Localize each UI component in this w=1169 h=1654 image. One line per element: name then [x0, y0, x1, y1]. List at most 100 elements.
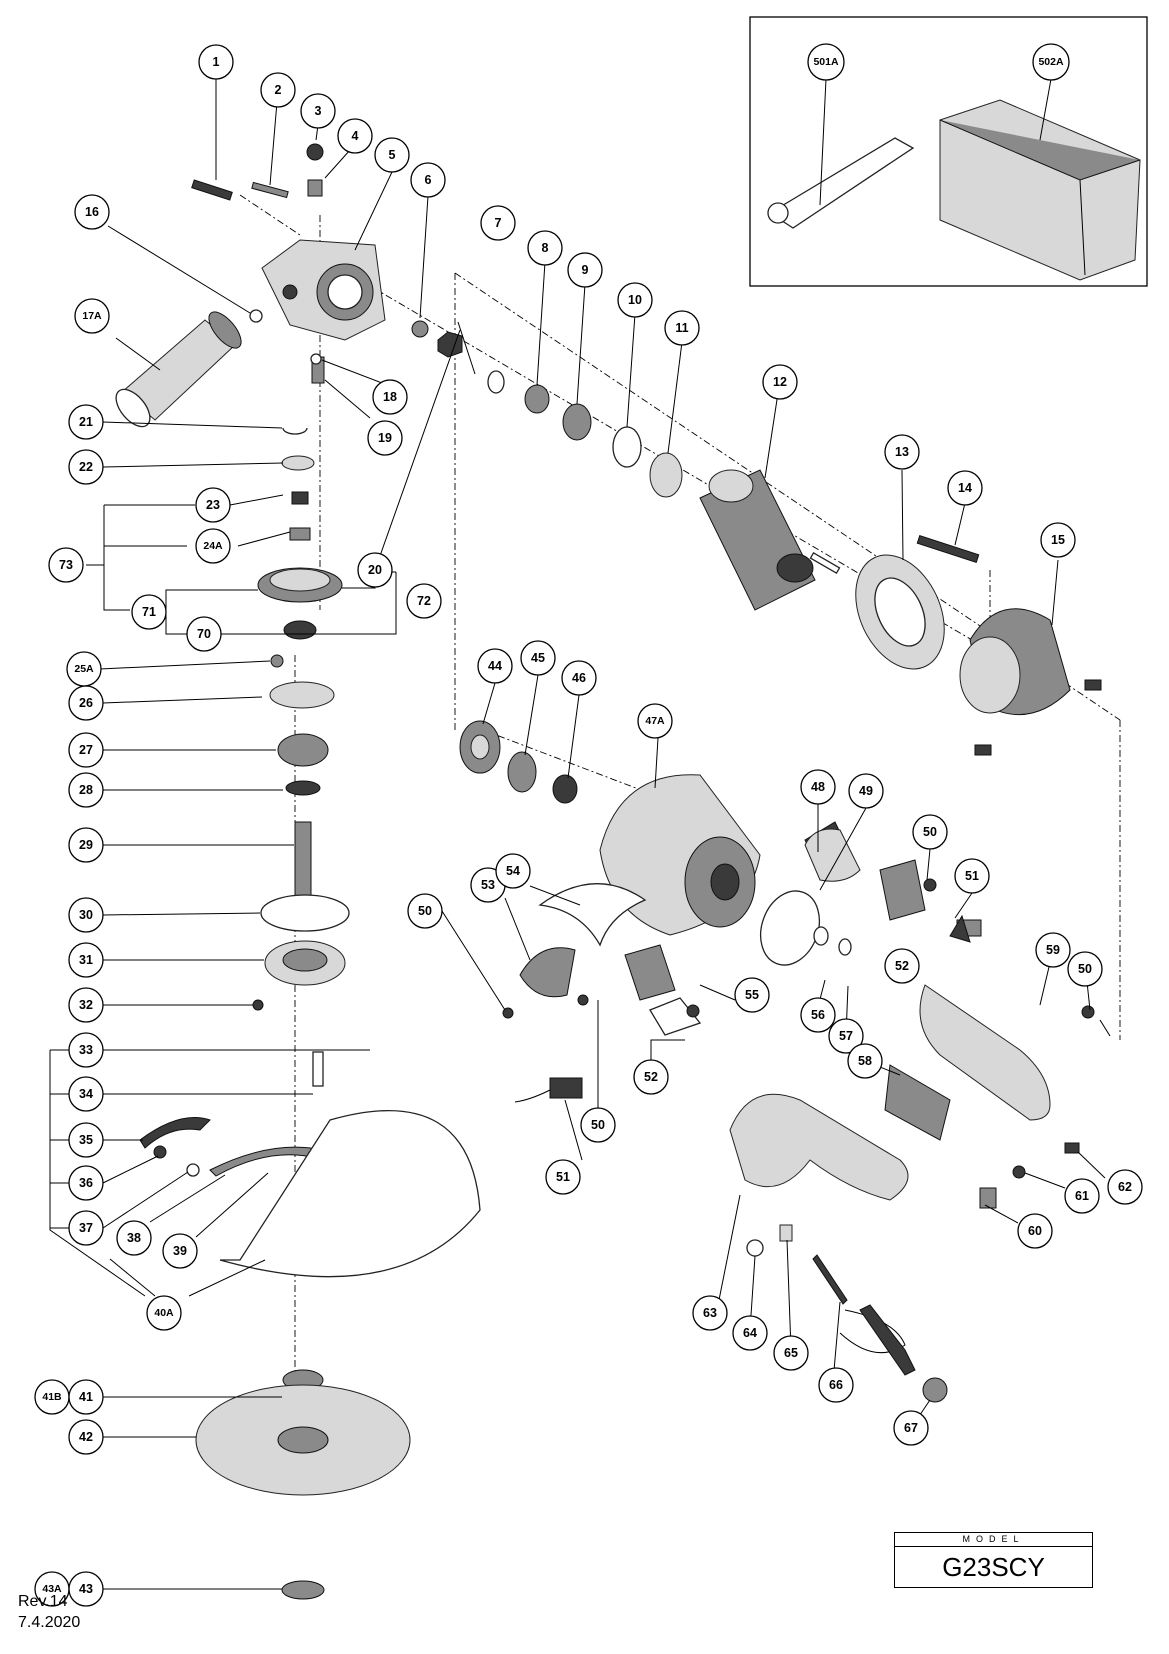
side-handle-17a [115, 311, 242, 428]
svg-text:6: 6 [425, 173, 432, 187]
small-hardware [191, 143, 683, 541]
svg-text:44: 44 [488, 659, 502, 673]
callout-65: 65 [773, 1335, 809, 1371]
callout-23: 23 [195, 487, 231, 523]
callout-26: 26 [68, 685, 104, 721]
callout-9: 9 [567, 252, 603, 288]
svg-text:5: 5 [389, 148, 396, 162]
accessory-box [749, 16, 1148, 287]
callout-31: 31 [68, 942, 104, 978]
svg-text:39: 39 [173, 1244, 187, 1258]
callout-46: 46 [561, 660, 597, 696]
callout-72: 72 [406, 583, 442, 619]
callout-50-c: 50 [1067, 951, 1103, 987]
callout-40a: 40A [146, 1295, 182, 1331]
callout-39: 39 [162, 1233, 198, 1269]
svg-text:24A: 24A [203, 540, 223, 552]
callout-41b: 41B [34, 1379, 70, 1415]
svg-text:1: 1 [213, 55, 220, 69]
svg-text:23: 23 [206, 498, 220, 512]
svg-text:43A: 43A [42, 1583, 62, 1595]
callout-55: 55 [734, 977, 770, 1013]
svg-text:57: 57 [839, 1029, 853, 1043]
callout-57: 57 [828, 1018, 864, 1054]
callout-7: 7 [480, 205, 516, 241]
svg-text:16: 16 [85, 205, 99, 219]
leader-lines [49, 78, 1111, 1590]
callout-71: 71 [131, 594, 167, 630]
svg-text:51: 51 [556, 1170, 570, 1184]
callout-1: 1 [198, 44, 234, 80]
callout-35: 35 [68, 1122, 104, 1158]
callout-34: 34 [68, 1076, 104, 1112]
svg-text:18: 18 [383, 390, 397, 404]
callout-47a: 47A [637, 703, 673, 739]
svg-text:25A: 25A [74, 663, 94, 675]
callout-18: 18 [372, 379, 408, 415]
callout-3: 3 [300, 93, 336, 129]
revision-label: Rev.14 [18, 1593, 68, 1610]
svg-text:60: 60 [1028, 1224, 1042, 1238]
svg-text:21: 21 [79, 415, 93, 429]
callout-501a: 501A [807, 43, 845, 81]
svg-text:50: 50 [923, 825, 937, 839]
callout-10: 10 [617, 282, 653, 318]
svg-text:59: 59 [1046, 943, 1060, 957]
callout-60: 60 [1017, 1213, 1053, 1249]
svg-text:61: 61 [1075, 1189, 1089, 1203]
accessory-tools [767, 99, 1141, 281]
svg-text:31: 31 [79, 953, 93, 967]
callout-50-a: 50 [912, 814, 948, 850]
svg-text:26: 26 [79, 696, 93, 710]
svg-text:43: 43 [79, 1582, 93, 1596]
svg-text:20: 20 [368, 563, 382, 577]
svg-text:8: 8 [542, 241, 549, 255]
callout-56: 56 [800, 997, 836, 1033]
callout-41: 41 [68, 1379, 104, 1415]
svg-text:63: 63 [703, 1306, 717, 1320]
revision-date: 7.4.2020 [18, 1614, 81, 1631]
callout-16: 16 [74, 194, 110, 230]
callout-11: 11 [664, 310, 700, 346]
bevel-gear-20 [257, 567, 343, 640]
callout-48: 48 [800, 769, 836, 805]
svg-text:38: 38 [127, 1231, 141, 1245]
svg-text:22: 22 [79, 460, 93, 474]
svg-text:42: 42 [79, 1430, 93, 1444]
callout-67: 67 [893, 1410, 929, 1446]
svg-text:47A: 47A [645, 715, 665, 727]
svg-text:49: 49 [859, 784, 873, 798]
callout-30: 30 [68, 897, 104, 933]
svg-text:2: 2 [275, 83, 282, 97]
svg-text:50: 50 [591, 1118, 605, 1132]
stator-15 [916, 534, 1102, 756]
callout-28: 28 [68, 772, 104, 808]
gear-housing-5 [261, 239, 386, 341]
svg-text:45: 45 [531, 651, 545, 665]
callout-52-a: 52 [884, 948, 920, 984]
callout-group: 1 2 3 4 5 6 7 8 9 10 11 12 13 14 15 16 1… [34, 43, 1143, 1607]
armature-12 [699, 469, 841, 611]
svg-text:32: 32 [79, 998, 93, 1012]
callout-50-b: 50 [407, 893, 443, 929]
svg-text:66: 66 [829, 1378, 843, 1392]
svg-text:54: 54 [506, 864, 520, 878]
callout-51-a: 51 [954, 858, 990, 894]
svg-text:70: 70 [197, 627, 211, 641]
callout-58: 58 [847, 1043, 883, 1079]
svg-text:58: 58 [858, 1054, 872, 1068]
callout-63: 63 [692, 1295, 728, 1331]
motor-housing-47a [459, 720, 854, 966]
svg-text:65: 65 [784, 1346, 798, 1360]
callout-5: 5 [374, 137, 410, 173]
callout-12: 12 [762, 364, 798, 400]
callout-24a: 24A [195, 528, 231, 564]
callout-49: 49 [848, 773, 884, 809]
model-heading: MODEL [895, 1533, 1092, 1547]
callout-42: 42 [68, 1419, 104, 1455]
svg-text:73: 73 [59, 558, 73, 572]
svg-text:62: 62 [1118, 1180, 1132, 1194]
callout-70: 70 [186, 616, 222, 652]
callout-43: 43 [68, 1571, 104, 1607]
callout-32: 32 [68, 987, 104, 1023]
